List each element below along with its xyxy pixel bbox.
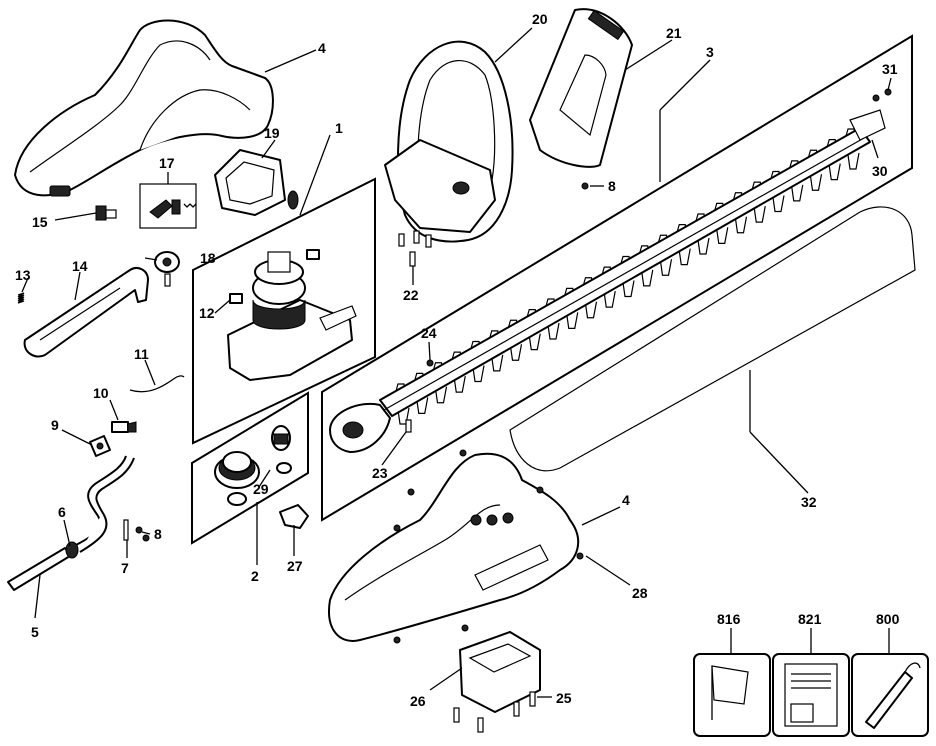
blade-tooth-lower [809,174,823,191]
label-31: 31 [882,61,898,77]
label-12: 12 [199,305,215,321]
blade-tooth-lower [491,354,504,372]
label-8-upper: 8 [608,178,616,194]
label-15: 15 [32,214,48,230]
blade-tooth-lower [828,163,841,181]
label-6: 6 [58,504,66,520]
blade-tooth-lower [772,195,785,213]
gear-assembly [214,425,292,506]
label-2: 2 [251,568,259,584]
blade-tooth-lower [528,333,541,351]
label-18: 18 [200,250,216,266]
switch-cover [214,149,299,216]
blade-tooth-lower [641,269,654,287]
blade-tooth-lower [753,206,766,223]
blade-tooth-lower [603,291,616,308]
label-800: 800 [876,611,900,627]
label-4-upper: 4 [318,40,326,56]
handle-screws [398,230,432,267]
label-27: 27 [287,558,303,574]
label-30: 30 [872,163,888,179]
label-816: 816 [717,611,741,627]
label-8-lower: 8 [154,526,162,542]
blade-sheath [509,206,916,472]
front-handle [384,40,514,243]
label-9: 9 [51,417,59,433]
cord-holder-block [453,631,541,733]
label-29: 29 [253,481,269,497]
strain-relief [89,435,111,457]
label-4-lower: 4 [622,492,630,508]
lock-off-button [154,251,180,287]
label-10: 10 [93,385,109,401]
main-housing-lower [328,449,584,644]
rear-housing-upper [14,19,274,197]
switch-kit [139,183,197,229]
power-cord [7,455,135,591]
wire [129,375,185,393]
blade-tooth-lower [547,322,560,340]
blade-tooth-lower [716,227,729,244]
label-5: 5 [31,624,39,640]
label-3: 3 [706,44,714,60]
blade-tooth-lower [678,248,691,266]
blade-tooth-lower [566,312,579,329]
label-24: 24 [421,325,437,341]
blade-tooth-lower [453,376,466,393]
label-1: 1 [335,120,343,136]
part-number-labels: 1 2 3 4 4 5 6 7 8 8 9 10 11 12 13 14 15 … [15,11,900,709]
label-20: 20 [532,11,548,27]
label-26: 26 [410,693,426,709]
blade-tooth-lower [734,216,748,234]
label-32: 32 [801,494,817,510]
blade-tooth-lower [584,301,598,319]
label-25: 25 [556,690,572,706]
terminal [111,421,137,433]
label-22: 22 [403,287,419,303]
blade-tooth-lower [847,152,860,170]
blade-tooth-lower [509,344,523,361]
trigger-lever [23,267,149,358]
blade-assembly-frame [321,34,913,522]
label-14: 14 [72,258,88,274]
label-23: 23 [372,465,388,481]
label-28: 28 [632,585,648,601]
label-21: 21 [666,25,682,41]
label-11: 11 [134,346,149,362]
gear-assembly-frame [191,391,309,545]
gear-cover-plate [279,504,309,529]
blade-tooth-lower [791,184,804,202]
label-17: 17 [159,155,175,171]
switch-block [95,205,117,221]
hand-guard [529,8,633,190]
label-7: 7 [121,560,129,576]
blade-tooth-lower [697,237,710,255]
motor-assembly-frame [192,177,376,445]
kit-box-800 [851,653,929,737]
kit-box-821 [772,653,850,737]
cord-clamp-screws [123,519,150,542]
motor [227,249,357,381]
kit-box-816 [693,653,771,737]
blade-tooth-lower [659,259,673,276]
blade-tooth-lower [434,386,448,404]
blade-tooth-lower [472,365,485,383]
blade-bar [329,88,892,453]
spring [17,292,25,304]
label-821: 821 [798,611,822,627]
label-19: 19 [264,125,280,141]
leader-lines [21,27,892,698]
label-13: 13 [15,267,31,283]
blade-tooth-lower [622,280,635,298]
